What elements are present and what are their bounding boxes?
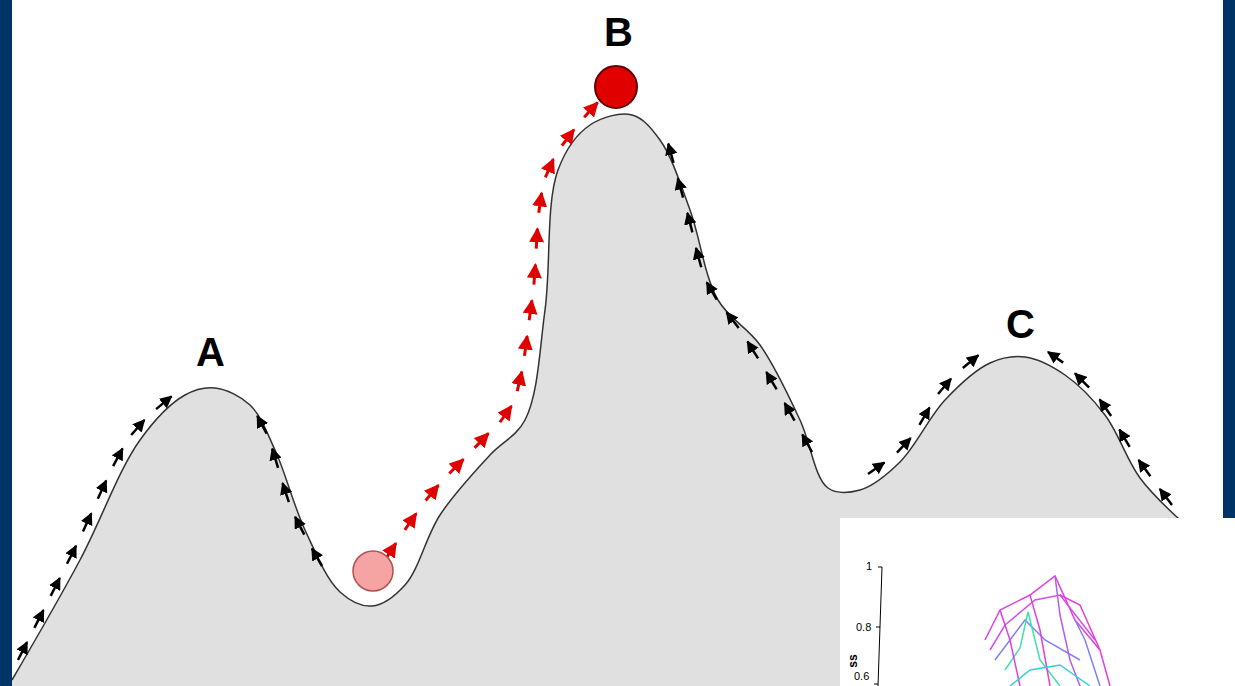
climb-arrow [113,448,122,466]
tick-label: 1 [866,561,872,572]
axis-label: ss [847,654,859,667]
start-ball [353,551,393,591]
climb-arrow [405,513,416,529]
climb-arrow [295,517,304,535]
climb-arrow [51,578,60,596]
climb-arrow [18,642,27,660]
climb-arrow [534,265,535,285]
climb-arrow [131,420,144,435]
climb-arrow [785,403,795,420]
climb-arrow [938,379,951,394]
surface-mesh [1000,610,1020,686]
climb-arrow [524,336,527,356]
tick-label: 0.8 [856,622,871,633]
surface-mesh [1010,665,1090,686]
surface-mesh [1075,620,1100,686]
climb-arrow [517,372,522,391]
climb-arrow [1119,430,1129,447]
climb-arrow [727,312,739,328]
climb-arrow [475,433,489,448]
climb-arrow [449,459,463,473]
climb-arrow [897,438,911,452]
climb-arrow [919,408,929,425]
climb-arrow [696,248,701,267]
climb-arrow [1139,460,1151,476]
climb-arrow [272,449,278,468]
climb-arrow [963,355,978,368]
climb-arrow [34,610,43,628]
peak-label: A [196,332,225,372]
climb-arrow [1100,400,1111,416]
climb-arrow [868,463,884,474]
climb-arrow [678,178,683,197]
climb-arrow [747,341,758,358]
climb-arrow [83,513,91,531]
peak-label: C [1006,304,1035,344]
climb-arrow [687,213,692,232]
climb-arrow [562,130,574,146]
climb-arrow [539,193,542,213]
climb-arrow [67,546,76,564]
climb-arrow [1075,373,1089,387]
climb-arrow [156,396,171,409]
axis-tick [878,567,882,568]
axis-tick [876,627,880,628]
climb-arrow [312,549,322,566]
peak-label: B [604,12,633,52]
surface-mesh [995,620,1080,660]
climb-arrow [257,416,266,434]
climb-arrow [500,406,512,422]
axis-tick [874,684,878,685]
climb-arrow [668,144,673,163]
climb-arrow [426,485,439,500]
climb-arrow [707,282,717,299]
climb-arrow [1048,352,1063,363]
climb-arrow [766,372,776,389]
climb-arrow [529,300,532,320]
climb-arrow [98,481,106,499]
climb-arrow [536,229,537,249]
climb-arrow [584,102,597,117]
climb-arrow [283,483,289,502]
tick-label: 0.6 [854,671,869,682]
surface-mesh [1060,595,1110,686]
surface-mesh [1005,612,1060,686]
climb-arrow [802,434,812,452]
surface-mesh [1030,595,1050,686]
climb-arrow [545,159,553,177]
climb-arrow [1160,489,1172,505]
end-ball [595,66,637,108]
inset-plot [840,518,1235,686]
